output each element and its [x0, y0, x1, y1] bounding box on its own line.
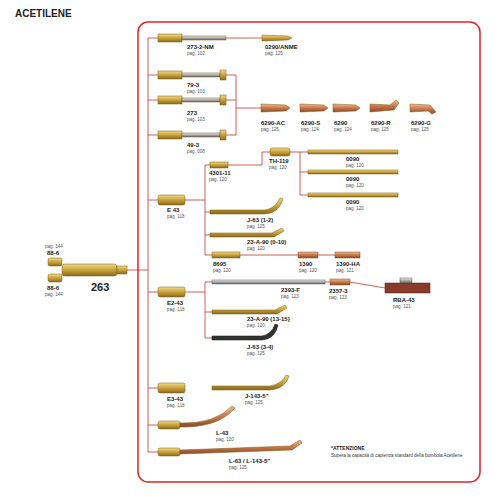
- part-number: 273: [186, 110, 198, 117]
- part-number: 2393-F: [280, 287, 301, 294]
- page-ref: pag. 124: [300, 127, 320, 132]
- part-number: J-63 (3-4): [246, 344, 274, 351]
- page-ref: pag. 125: [410, 127, 430, 132]
- part-number: L-43: [215, 430, 229, 437]
- page-ref: pag. 118: [166, 307, 186, 312]
- note-text: Supera la capacità di capienza standard …: [330, 453, 472, 458]
- part-number: 0090: [345, 176, 360, 183]
- part-number: 79-3: [186, 82, 200, 89]
- part-number: 23-A-90 (0-10): [246, 239, 287, 246]
- page-ref: pag. 120: [215, 437, 235, 442]
- page-ref: pag. 120: [345, 163, 365, 168]
- note-heading: *ATTENZIONE: [330, 446, 366, 452]
- part-number: 2357-3: [328, 288, 349, 295]
- part-number: TH-119: [268, 158, 290, 165]
- page-ref: pag. 120: [246, 246, 266, 251]
- part-number: 273-2-NM: [186, 44, 215, 51]
- page-ref: pag. 125: [246, 224, 266, 229]
- page-ref: pag. 144: [44, 292, 64, 297]
- page-ref: pag. 125: [370, 127, 390, 132]
- page-ref: pag. 125: [246, 351, 266, 356]
- page-ref: pag. 120: [212, 268, 232, 273]
- page-ref: pag. 125: [264, 51, 284, 56]
- page-ref: pag. 120: [345, 183, 365, 188]
- part-number: 88-6: [46, 250, 60, 257]
- page-ref: pag. 103: [186, 89, 206, 94]
- diagram-title: ACETILENE: [14, 8, 73, 19]
- part-number: RBA-43: [392, 297, 416, 304]
- page-ref: pag. 123: [280, 294, 300, 299]
- page-ref: pag. 124: [333, 127, 353, 132]
- part-number: L-63 / L-143-5": [228, 458, 271, 465]
- part-number: E3-43: [166, 396, 184, 403]
- part-number: 1390-HA: [335, 261, 361, 268]
- part-number: 6290-G: [410, 120, 432, 127]
- page-ref: pag. 103: [186, 117, 206, 122]
- part-number: J-143-5": [244, 393, 270, 400]
- page-ref: pag. 121: [335, 268, 355, 273]
- page-ref: pag. 118: [166, 214, 186, 219]
- part-number: J-63 (1-2): [246, 217, 274, 224]
- page-ref: pag. 118: [166, 403, 186, 408]
- part-number: 49-3: [186, 142, 200, 149]
- handle-number: 263: [90, 281, 110, 293]
- part-number: E2-43: [166, 300, 184, 307]
- page-ref: pag. 120: [345, 206, 365, 211]
- page-ref: pag. 120: [268, 165, 288, 170]
- part-number: 6290-S: [300, 120, 321, 127]
- page-ref: pag. 120: [298, 268, 318, 273]
- page-ref: pag. 125: [244, 400, 264, 405]
- page-ref: pag. 120: [208, 177, 228, 182]
- part-number: 0290/ANME: [264, 44, 299, 51]
- part-number: 6290-AC: [260, 120, 286, 127]
- page-ref: pag. 125: [228, 465, 248, 470]
- part-number: 88-6: [46, 285, 60, 292]
- part-number: 8695: [212, 261, 227, 268]
- part-number: 4301-11: [208, 170, 232, 177]
- part-number: 23-A-90 (13-15): [246, 316, 291, 323]
- page-ref: pag. 144: [44, 244, 64, 249]
- page-ref: pag. 102: [186, 51, 206, 56]
- page-ref: pag. 121: [392, 304, 412, 309]
- part-number: 1390: [298, 261, 313, 268]
- page-ref: pag. 125: [260, 127, 280, 132]
- page-ref: pag. 123: [328, 295, 348, 300]
- part-number: 0090: [345, 156, 360, 163]
- part-number: 6290-R: [370, 120, 392, 127]
- page-ref: pag. 120: [246, 323, 266, 328]
- part-number: E 43: [166, 207, 180, 214]
- part-number: 6290: [333, 120, 348, 127]
- page-ref: pag. 008: [186, 149, 206, 154]
- part-number: 0090: [345, 199, 360, 206]
